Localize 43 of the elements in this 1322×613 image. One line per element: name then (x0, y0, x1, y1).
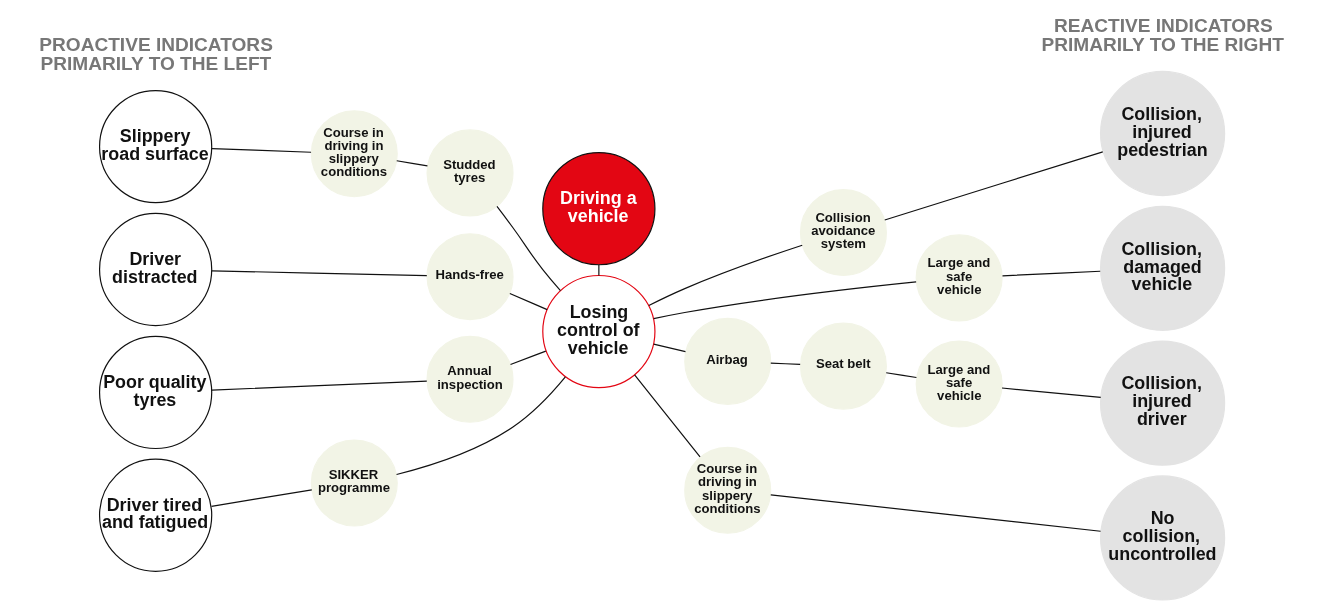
node-circle: Airbag (683, 317, 771, 405)
node-circle: Large and safe vehicle (915, 340, 1003, 428)
node-circle: SIKKER programme (310, 439, 398, 527)
connector (769, 494, 1101, 532)
label: PROACTIVE INDICATORS PRIMARILY TO THE LEFT (38, 33, 273, 75)
connector (395, 160, 428, 167)
node-circle: Annual inspection (425, 335, 514, 423)
connector (883, 151, 1103, 221)
node-circle: Seat belt (799, 322, 887, 410)
connector (885, 372, 917, 379)
node-circle: Collision, damaged vehicle (1099, 205, 1225, 331)
connector (210, 489, 312, 507)
connector (495, 205, 561, 292)
node-circle: Slippery road surface (98, 89, 212, 204)
connector (633, 374, 701, 458)
node-circle: Driver tired and fatigued (98, 458, 212, 572)
node-circle: Losing control of vehicle (541, 274, 656, 389)
node-circle: Collision avoidance system (799, 189, 887, 277)
connector (210, 148, 312, 153)
connector (395, 376, 566, 476)
node-circle: Course in driving in slippery conditions (683, 446, 771, 534)
node-circle: Studded tyres (425, 129, 514, 217)
node-circle: Poor quality tyres (98, 335, 212, 450)
node-circle: Large and safe vehicle (915, 234, 1003, 322)
node-circle: Driver distracted (98, 212, 212, 327)
connector (652, 343, 686, 353)
label: REACTIVE INDICATORS PRIMARILY TO THE RIGHT (1040, 14, 1284, 55)
node-circle: Driving a vehicle (541, 152, 656, 266)
connector (210, 270, 427, 277)
connector (210, 380, 427, 391)
node-circle: Hands-free (425, 233, 514, 321)
node-circle: Collision, injured pedestrian (1099, 70, 1225, 197)
node-circle: Course in driving in slippery conditions (310, 110, 398, 198)
connector (1001, 270, 1101, 277)
connector (508, 292, 548, 311)
connector (769, 362, 801, 365)
connector (1000, 387, 1101, 398)
node-circle: No collision, uncontrolled (1099, 475, 1225, 601)
connector (509, 350, 546, 366)
node-circle: Collision, injured driver (1099, 340, 1225, 466)
connector (597, 264, 599, 276)
connector (647, 244, 803, 307)
connector (652, 281, 917, 320)
